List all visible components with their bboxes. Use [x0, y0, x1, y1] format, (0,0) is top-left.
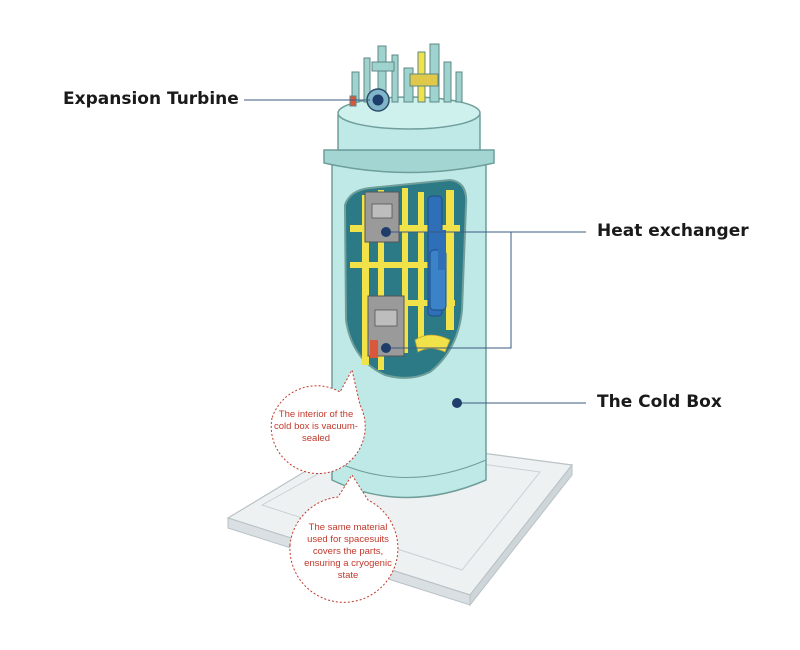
- vacuum-note-bubble: [270, 368, 366, 475]
- cold-box-marker: [452, 398, 462, 408]
- top-valves: [349, 43, 463, 107]
- interior-cutaway: [343, 178, 468, 379]
- markers: [381, 227, 462, 408]
- expansion-turbine-label: Expansion Turbine: [63, 89, 239, 109]
- leader-lines: [244, 99, 586, 404]
- heat-exchanger-marker-bottom: [381, 343, 391, 353]
- expansion-turbine-unit: [366, 88, 390, 112]
- spacesuit-note-text: The same material used for spacesuits co…: [304, 522, 392, 581]
- note-bubbles: [270, 368, 399, 603]
- heat-exchanger-marker-top: [381, 227, 391, 237]
- spacesuit-note-bubble: [289, 474, 399, 603]
- heat-exchanger-label: Heat exchanger: [597, 221, 749, 241]
- vacuum-note-text: The interior of the cold box is vacuum-s…: [274, 409, 358, 444]
- cold-box-label: The Cold Box: [597, 392, 722, 412]
